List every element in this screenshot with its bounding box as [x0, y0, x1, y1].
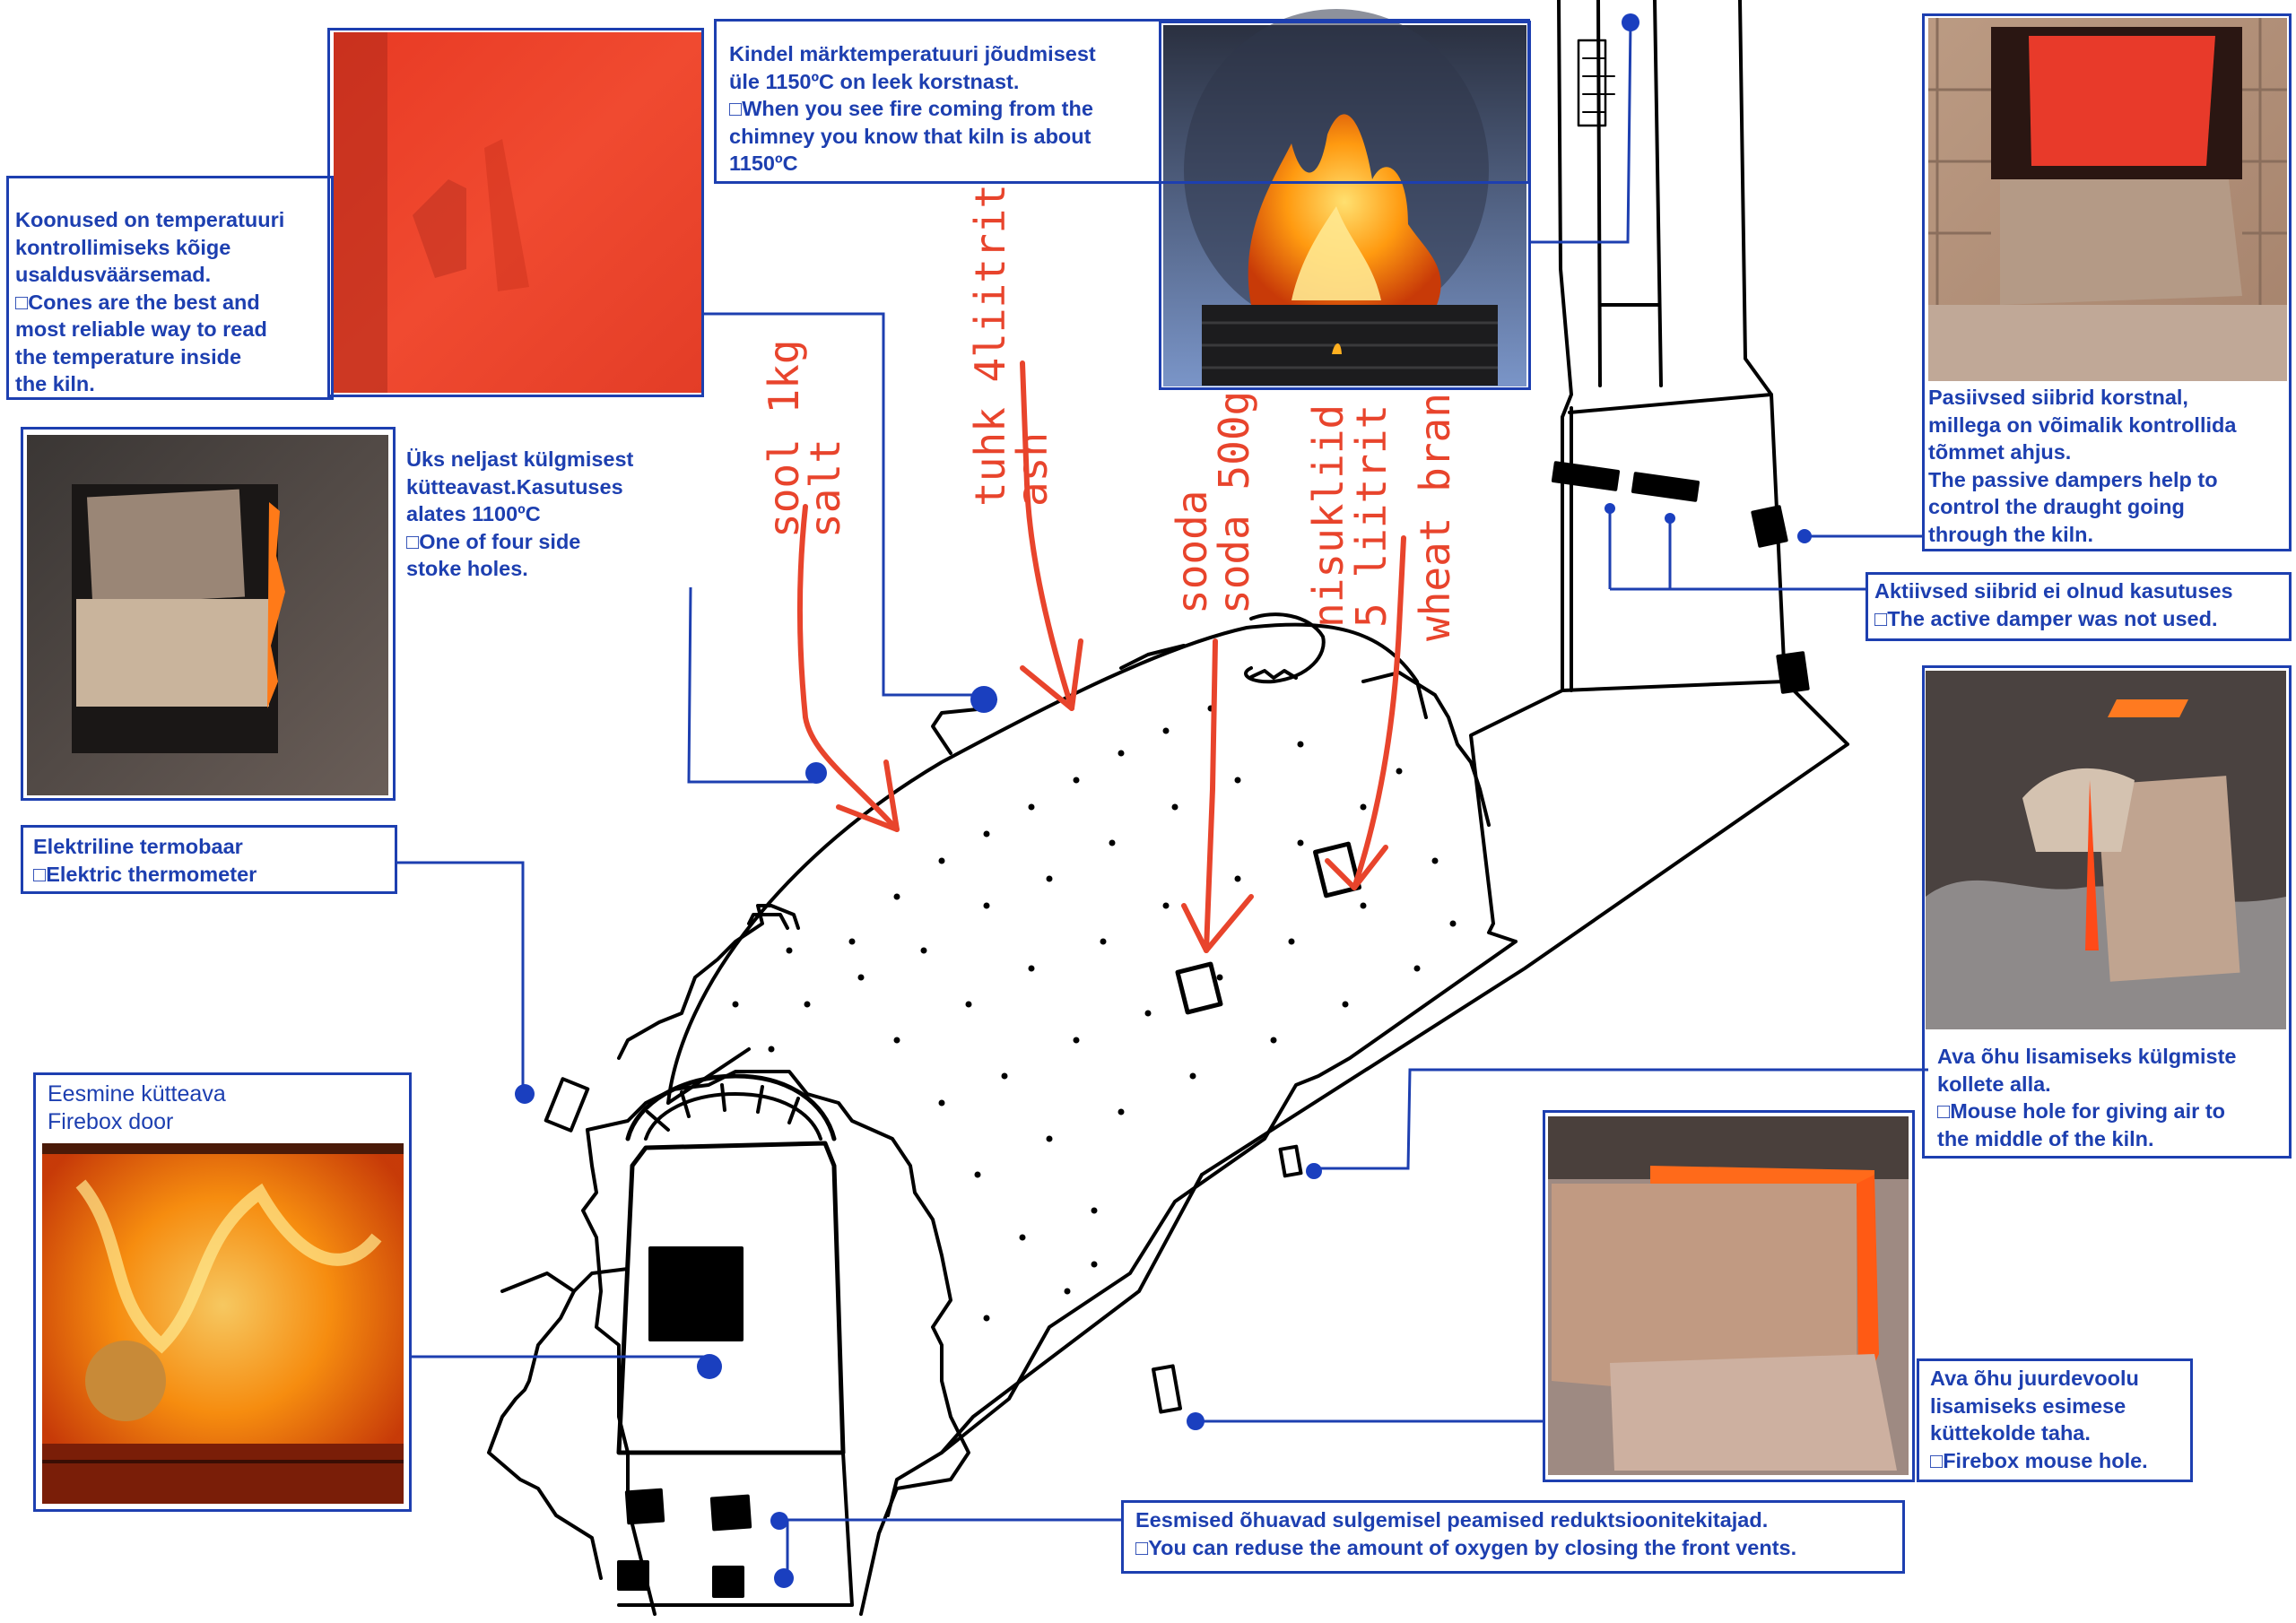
callout-firebox-mouse-hole — [1543, 1110, 1915, 1482]
front-vents-description: Eesmised õhuavad sulgemisel peamised red… — [1135, 1508, 1797, 1559]
firebox-flames-photo — [42, 1143, 404, 1504]
firebox-mouse-hole-photo — [1548, 1116, 1909, 1475]
soda-en-label: soda 500gr — [1210, 366, 1258, 614]
bran-amount-label: 5 liitrit — [1347, 404, 1396, 628]
cones-description: Koonused on temperatuuri kontrollimiseks… — [15, 208, 285, 395]
side-stoke-description: Üks neljast külgmisest kütteavast.Kasutu… — [406, 447, 634, 580]
mouse-hole-middle-description: Ava õhu lisamiseks külgmiste kollete all… — [1937, 1045, 2237, 1150]
bran-et-label: nisukliid — [1304, 404, 1352, 628]
callout-chimney-photo-frame — [1159, 21, 1531, 390]
soda-et-label: sooda — [1168, 490, 1216, 614]
callout-cones-photo-frame — [327, 28, 704, 397]
callout-firebox-mouse-hole-text — [1917, 1358, 2193, 1482]
callout-front-vents — [1121, 1500, 1905, 1574]
callout-cones — [6, 176, 334, 400]
callout-active-damper — [1866, 572, 2292, 641]
callout-firebox-door — [33, 1072, 412, 1512]
salt-en-label: salt — [801, 438, 849, 538]
ingredient-labels: sool 1kg salt tuhk 4liitrit ash sooda so… — [760, 184, 1459, 641]
firebox-door-description: Eesmine kütteava Firebox door — [48, 1081, 226, 1134]
callout-passive-dampers — [1922, 13, 2292, 551]
callout-thermometer — [21, 825, 397, 894]
chimney-flame-photo — [1163, 9, 1526, 386]
chimney-fire-description: Kindel märktemperatuuri jõudmisest üle 1… — [729, 42, 1096, 175]
dome-texture — [732, 705, 1457, 1322]
ash-et-label: tuhk 4liitrit — [966, 184, 1014, 507]
mouse-hole-embers-photo — [1926, 671, 2286, 1029]
ash-en-label: ash — [1008, 432, 1057, 507]
callout-mouse-hole-middle — [1922, 665, 2292, 1159]
ingredient-arrows — [797, 360, 1406, 953]
kiln-interior-cones-photo — [334, 32, 701, 393]
callout-side-stoke — [21, 427, 396, 801]
firebox-mouse-hole-description: Ava õhu juurdevoolu lisamiseks esimese k… — [1930, 1367, 2148, 1472]
thermometer-description: Elektriline termobaar □Elektric thermome… — [33, 835, 257, 886]
bran-en-label: wheat bran — [1411, 393, 1459, 641]
passive-dampers-description: Pasiivsed siibrid korstnal, millega on v… — [1928, 386, 2237, 546]
kiln-outline — [487, 0, 1849, 1616]
passive-damper-photo — [1928, 18, 2287, 381]
active-damper-description: Aktiivsed siibrid ei olnud kasutuses □Th… — [1874, 579, 2233, 630]
anchor-dots — [515, 13, 1812, 1588]
side-stoke-hole-photo — [27, 435, 388, 795]
salt-et-label: sool 1kg — [760, 339, 808, 538]
leader-lines — [395, 22, 1928, 1578]
